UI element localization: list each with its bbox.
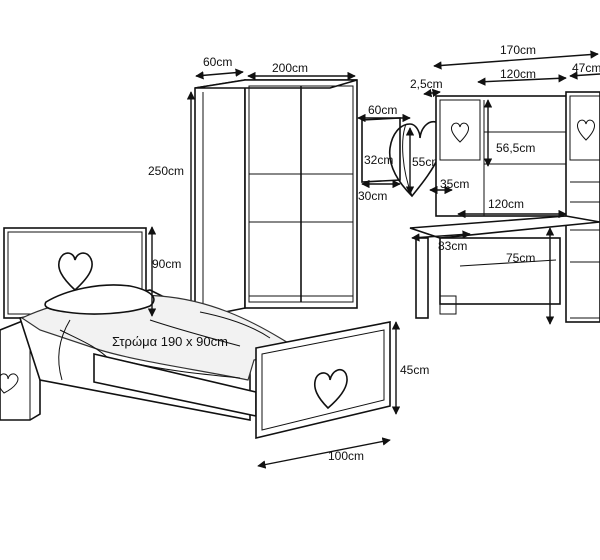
- hutch-height-label: 56,5cm: [496, 141, 535, 155]
- desk-height-dim: 75cm: [506, 227, 555, 325]
- footboard-height-dim: 45cm: [391, 321, 429, 415]
- wardrobe-width-label: 200cm: [272, 61, 308, 75]
- wardrobe-height-dim: 250cm: [148, 91, 196, 315]
- side-unit-width-dim: 47cm: [569, 61, 600, 80]
- wardrobe-depth-dim: 60cm: [195, 55, 244, 80]
- desk-height-label: 75cm: [506, 251, 535, 265]
- hutch-width-label: 120cm: [500, 67, 536, 81]
- footboard-heart-icon: [313, 368, 348, 410]
- mattress-label: Στρώμα 190 x 90cm: [112, 334, 228, 349]
- wardrobe-height-label: 250cm: [148, 164, 184, 178]
- panel-thickness-dim: 2,5cm: [410, 77, 443, 98]
- wardrobe-width-dim: 200cm: [247, 61, 356, 81]
- hutch-heart-icon: [451, 122, 469, 143]
- mirror-width-label: 60cm: [368, 103, 397, 117]
- desk-total-width-dim: 170cm: [433, 43, 599, 70]
- headboard-heart-icon: [58, 252, 93, 292]
- desk-overall-label: 83cm: [438, 239, 467, 253]
- desk-overall-dim: 83cm: [411, 230, 471, 253]
- hutch-height-dim: 56,5cm: [483, 99, 535, 167]
- desk-depth-dim: 35cm: [429, 177, 469, 195]
- mirror-shelf-label: 30cm: [358, 189, 387, 203]
- bed-width-dim: 100cm: [257, 437, 391, 469]
- footboard-height-label: 45cm: [400, 363, 429, 377]
- wardrobe: [194, 79, 358, 319]
- nightstand-heart-icon: [0, 373, 19, 394]
- mirror-width-dim: 60cm: [357, 103, 411, 123]
- bed: [0, 227, 391, 440]
- hutch-width-dim: 120cm: [477, 67, 567, 86]
- desk-top-width-dim: 120cm: [457, 197, 567, 219]
- panel-thickness-label: 2,5cm: [410, 77, 443, 91]
- desk: [409, 91, 600, 323]
- wardrobe-depth-label: 60cm: [203, 55, 232, 69]
- desk-depth-label: 35cm: [440, 177, 469, 191]
- side-unit-width-label: 47cm: [572, 61, 600, 75]
- mirror-height-label: 55cm: [412, 155, 441, 169]
- headboard-height-label: 90cm: [152, 257, 181, 271]
- mirror-side-label: 32cm: [364, 153, 393, 167]
- headboard-height-dim: 90cm: [147, 226, 181, 317]
- mirror-height-dim: 55cm: [405, 127, 441, 195]
- side-unit-heart-icon: [577, 119, 595, 141]
- mirror-shelf-dim: 30cm: [358, 179, 401, 203]
- bed-width-label: 100cm: [328, 449, 364, 463]
- desk-total-width-label: 170cm: [500, 43, 536, 57]
- desk-top-width-label: 120cm: [488, 197, 524, 211]
